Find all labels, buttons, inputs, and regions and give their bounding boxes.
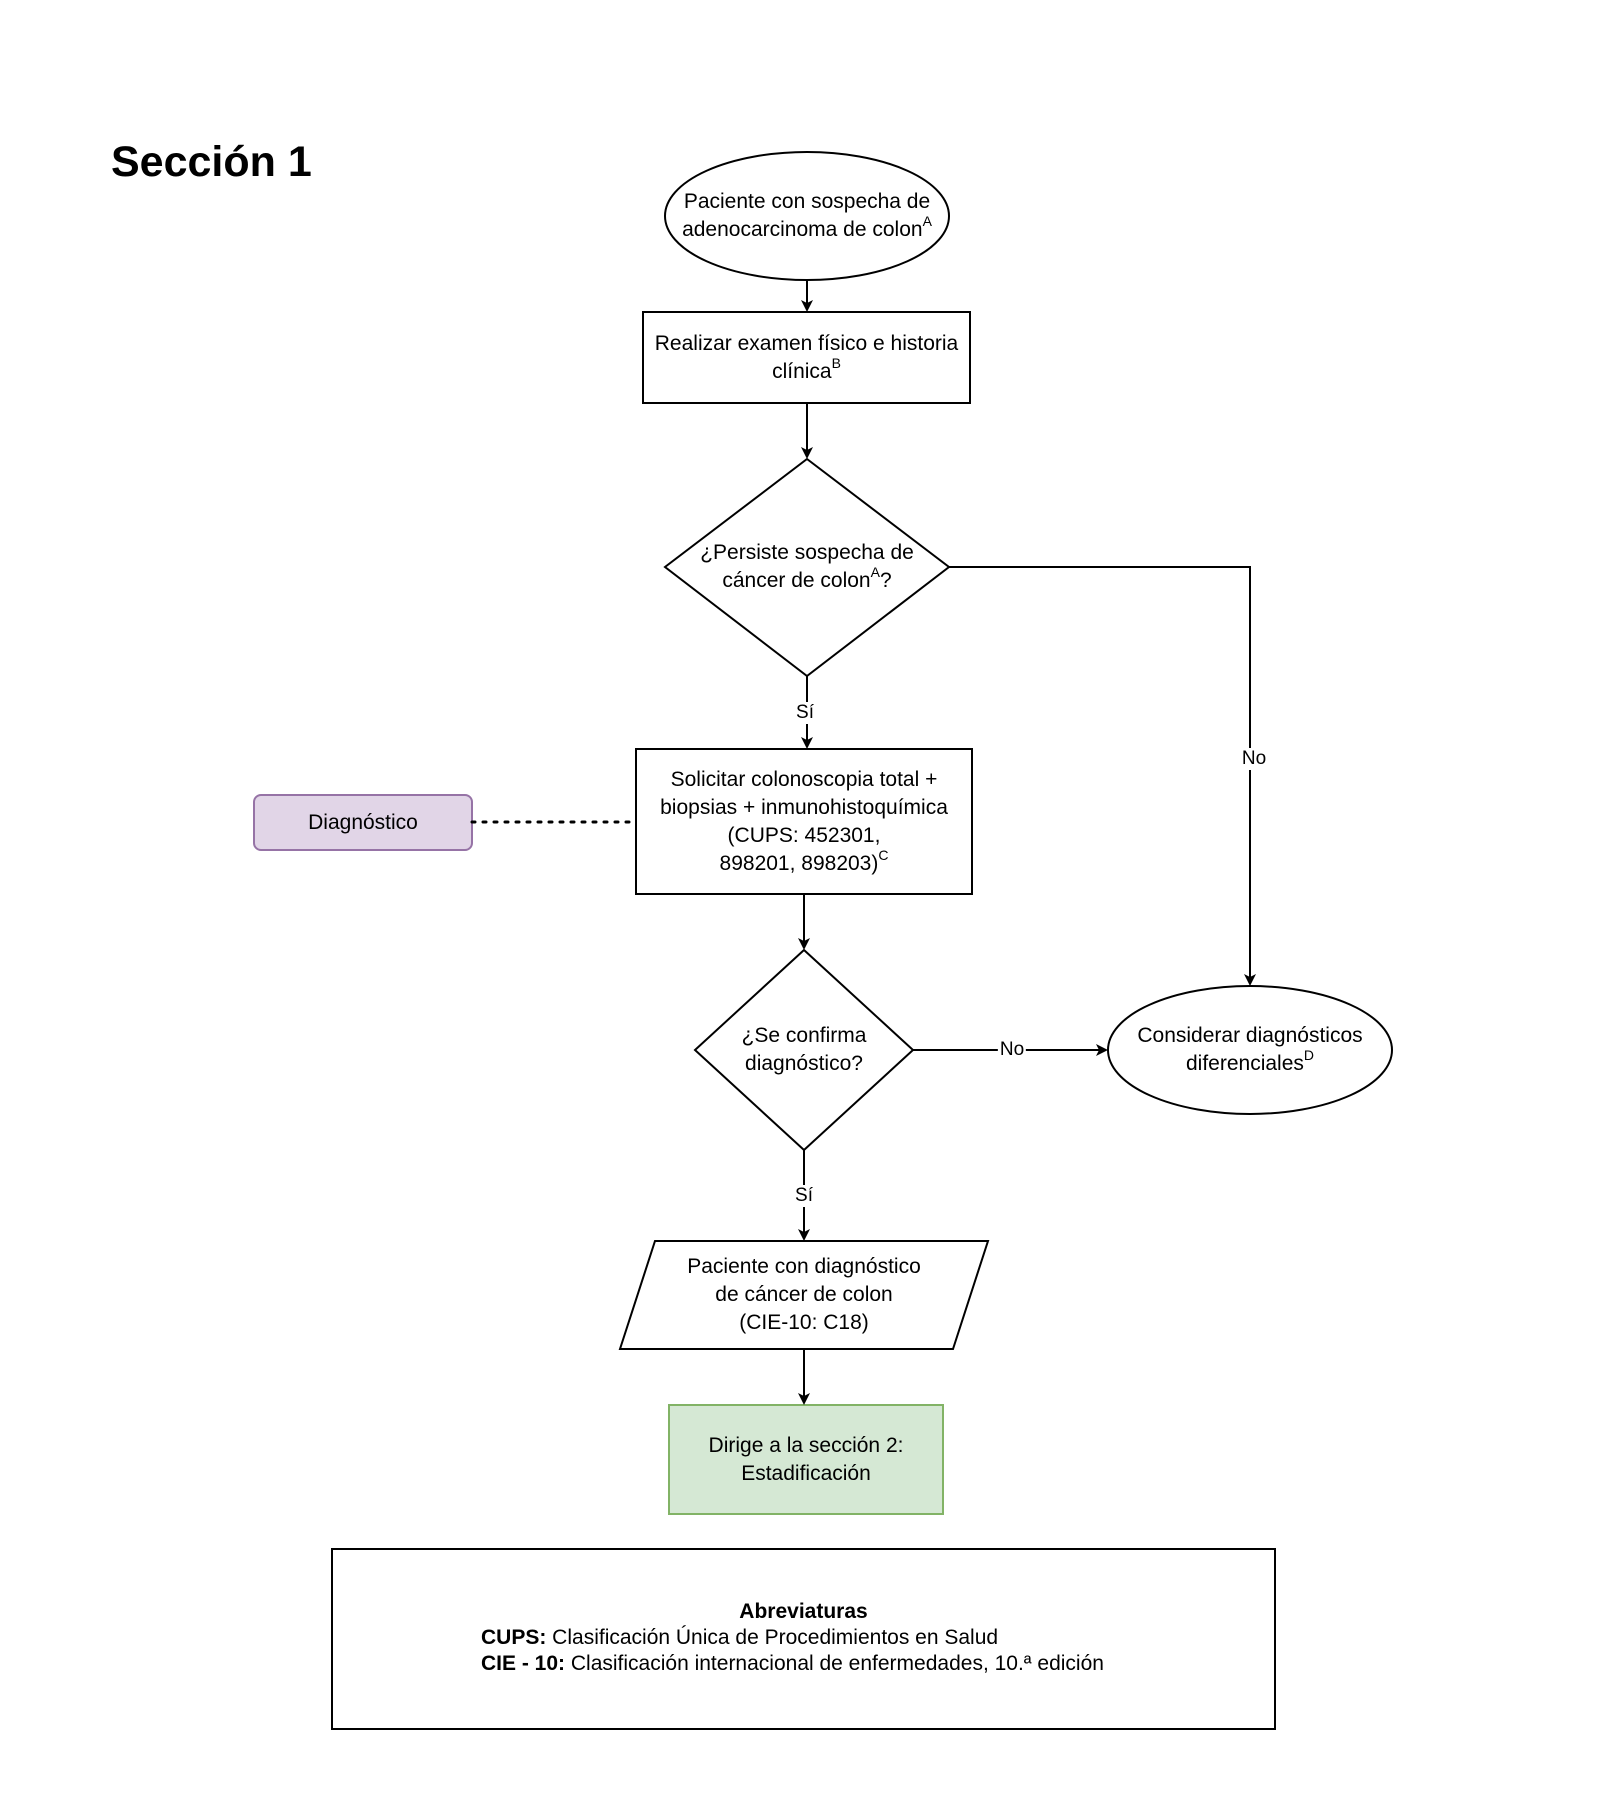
edge-label-no2: No (997, 1039, 1027, 1061)
decision1-sup: A (870, 564, 880, 580)
next-line1: Dirige a la sección 2: (708, 1433, 904, 1457)
decision1-line1: ¿Persiste sospecha de (700, 541, 914, 564)
colonoscopy-sup: C (878, 846, 889, 863)
differential-terminal: Considerar diagnósticos diferencialesD (1110, 1010, 1390, 1090)
edge-decision1-differential (949, 566, 1256, 986)
confirmed-io-shape (618, 1240, 990, 1350)
exam-sup: B (831, 354, 841, 371)
start-terminal: Paciente con sospecha de adenocarcinoma … (667, 176, 947, 256)
diagnostic-tag: Diagnóstico (254, 795, 472, 850)
abbreviation-key: CIE - 10: (481, 1652, 566, 1675)
colonoscopy-line1: Solicitar colonoscopia total + (670, 767, 938, 791)
confirmed-line1: Paciente con diagnóstico (687, 1255, 921, 1278)
abbreviation-text: Clasificación Única de Procedimientos en… (546, 1626, 999, 1649)
edge-label-yes2: Sí (793, 1185, 815, 1207)
exam-line2-wrap: clínicaB (772, 354, 841, 386)
abbreviation-text: Clasificación internacional de enfermeda… (565, 1652, 1104, 1675)
differential-terminal-shape (1107, 985, 1393, 1115)
next-section: Dirige a la sección 2: Estadificación (669, 1405, 943, 1514)
abbreviation-item-cups: CUPS: Clasificación Única de Procedimien… (481, 1626, 998, 1650)
decision2-line1: ¿Se confirma (741, 1024, 867, 1047)
differential-line1: Considerar diagnósticos (1137, 1024, 1363, 1047)
edge-label-no1: No (1239, 748, 1269, 770)
exam-line1: Realizar examen físico e historia (654, 331, 959, 355)
colonoscopy-line3: (CUPS: 452301, (727, 823, 881, 847)
next-section-shape (668, 1404, 944, 1515)
abbreviations-title: Abreviaturas (739, 1600, 868, 1623)
exam-line2: clínica (772, 359, 832, 383)
start-line2: adenocarcinoma de colon (682, 218, 923, 241)
abbreviation-key: CUPS: (481, 1626, 547, 1649)
page-title: Sección 1 (111, 138, 312, 186)
decision2: ¿Se confirma diagnóstico? (715, 1010, 893, 1090)
colonoscopy-line4-wrap: 898201, 898203)C (719, 846, 889, 878)
abbreviations-box: Abreviaturas CUPS: Clasificación Única d… (331, 1548, 1276, 1730)
abbreviation-item-cie10: CIE - 10: Clasificación internacional de… (481, 1652, 1104, 1676)
decision1: ¿Persiste sospecha de cáncer de colonA? (677, 527, 937, 607)
start-line2-wrap: adenocarcinoma de colonA (682, 213, 932, 244)
diagnostic-tag-label: Diagnóstico (308, 810, 418, 834)
decision2-line2: diagnóstico? (745, 1052, 863, 1075)
confirmed-line2: de cáncer de colon (715, 1283, 893, 1306)
confirmed-line3: (CIE-10: C18) (739, 1311, 869, 1334)
exam-process: Realizar examen físico e historia clínic… (643, 312, 970, 403)
decision1-suffix: ? (879, 569, 892, 592)
edge-label-yes1: Sí (794, 702, 816, 724)
differential-line2: diferenciales (1185, 1052, 1304, 1075)
decision1-line2-wrap: cáncer de colonA? (722, 564, 892, 595)
confirmed-io: Paciente con diagnóstico de cáncer de co… (640, 1241, 968, 1349)
differential-sup: D (1303, 1047, 1315, 1063)
colonoscopy-line2: biopsias + inmunohistoquímica (660, 795, 948, 819)
colonoscopy-line4: 898201, 898203) (719, 851, 879, 875)
next-line2: Estadificación (741, 1461, 871, 1485)
decision1-line2: cáncer de colon (722, 569, 871, 592)
colonoscopy-process-shape (635, 748, 973, 895)
colonoscopy-process: Solicitar colonoscopia total + biopsias … (636, 749, 972, 894)
differential-line2-wrap: diferencialesD (1185, 1047, 1315, 1078)
start-sup: A (922, 213, 932, 229)
start-line1: Paciente con sospecha de (683, 190, 931, 213)
